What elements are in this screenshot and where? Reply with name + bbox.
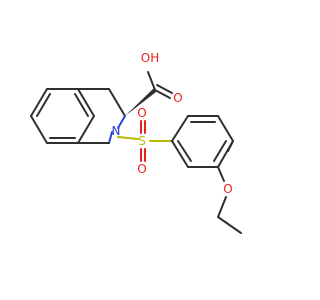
- carbonyl-oxygen-label: O: [173, 91, 182, 105]
- phenyl-inner-3: [177, 140, 192, 162]
- phenyl-ring: [171, 115, 234, 168]
- bond-c1-c2: [30, 88, 48, 117]
- structure-canvas: OH O N S O O O: [30, 51, 242, 234]
- bond-c-o-double-2: [156, 84, 173, 94]
- carboxylic-acid: OH O: [125, 51, 183, 116]
- tetrahydro-ring: [77, 88, 126, 144]
- nitrogen-label: N: [112, 124, 121, 138]
- sulfonyl-oxygen-bottom-label: O: [137, 162, 146, 176]
- bond-c3-n: [117, 115, 126, 129]
- bond-c4-c5: [77, 115, 95, 144]
- bond-n-s: [117, 136, 139, 140]
- bond-o-ch2: [217, 196, 227, 218]
- double-bond-inner-3: [74, 93, 89, 117]
- ethoxy-group: O: [217, 140, 242, 234]
- phenyl-inner-2: [213, 140, 227, 162]
- benzo-ring: [30, 88, 95, 144]
- ether-oxygen-label: O: [223, 182, 232, 196]
- sulfonyl-group: S O O: [117, 106, 173, 176]
- bond-c5-c6: [77, 88, 95, 117]
- bond-n-c1: [108, 131, 113, 144]
- bond-c-oh: [147, 71, 156, 91]
- bond-c-o-double-1: [154, 89, 171, 99]
- double-bond-inner-1: [36, 93, 51, 117]
- bond-p6-p1: [171, 140, 189, 168]
- bond-c4-c3: [108, 88, 126, 117]
- wedge-bond: [125, 88, 156, 116]
- hydroxyl-label: OH: [141, 51, 159, 65]
- bond-p4-to-o: [227, 140, 234, 152]
- bond-c2-c3: [30, 115, 48, 144]
- bond-ch2-ch3: [217, 216, 242, 234]
- sulfur-label: S: [138, 134, 146, 148]
- chemical-structure-diagram: OH O N S O O O: [30, 51, 242, 234]
- bond-p3-p4: [217, 115, 234, 142]
- bond-aryl-o: [217, 166, 225, 182]
- bond-p1-p2: [171, 115, 189, 142]
- sulfonyl-oxygen-top-label: O: [137, 106, 146, 120]
